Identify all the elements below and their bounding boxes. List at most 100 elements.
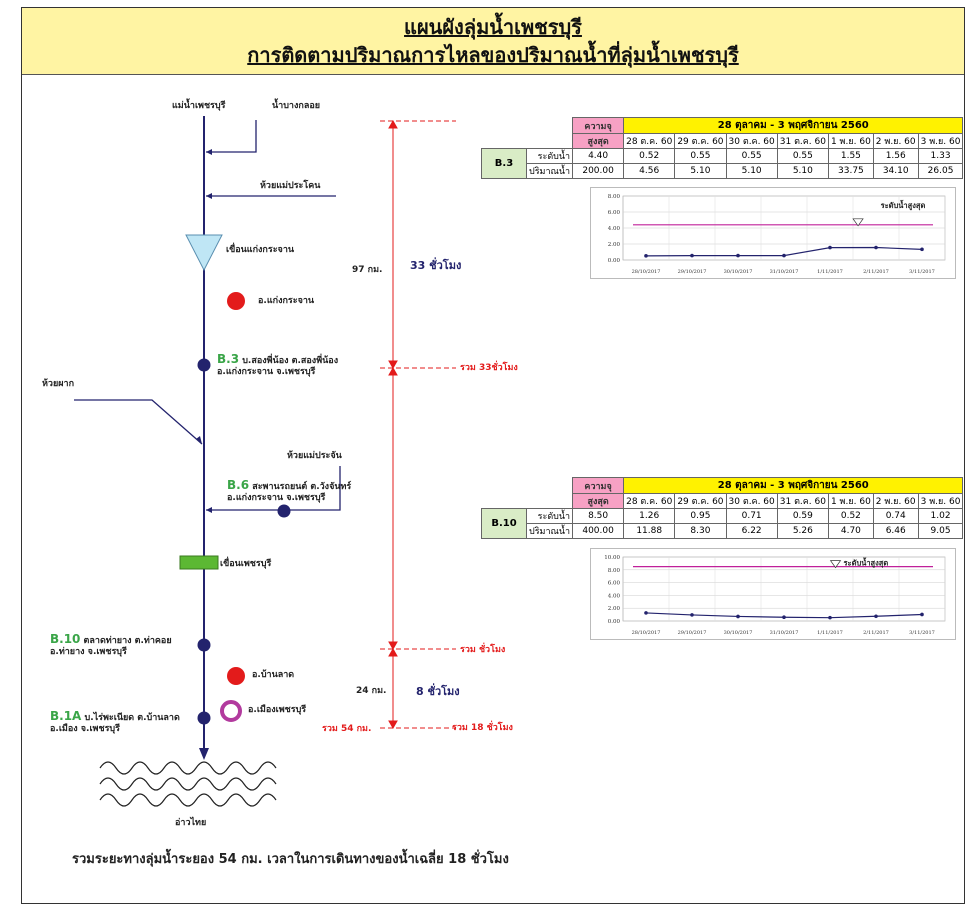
b3-xtick-1: 29/10/2017	[678, 269, 707, 275]
station-b3-line1: บ.สองพี่น้อง ต.สองพี่น้อง	[242, 356, 339, 366]
b10-xtick-2: 30/10/2017	[724, 630, 753, 636]
station-b10-line2: อ.ท่ายาง จ.เพชรบุรี	[50, 647, 127, 658]
station-b1a-code: B.1A	[50, 709, 82, 723]
dam-phetchaburi-label: เขื่อนเพชรบุรี	[220, 559, 272, 569]
b3-point-0	[644, 254, 648, 258]
title-banner: แผนผังลุ่มน้ำเพชรบุรี การติดตามปริมาณการ…	[22, 8, 964, 75]
b10-range-header: 28 ตุลาคม - 3 พฤศจิกายน 2560	[623, 477, 964, 494]
b10-level-1: 0.95	[674, 508, 727, 524]
b10-level-0: 1.26	[623, 508, 676, 524]
b3-point-1	[690, 253, 694, 258]
b10-level-5: 0.74	[872, 508, 919, 524]
b3-xtick-0: 28/10/2017	[632, 269, 661, 275]
b3-station-cell: B.3	[481, 148, 527, 179]
time-33-label: 33 ชั่วโมง	[410, 259, 462, 272]
b3-flow-4: 33.75	[827, 163, 874, 179]
distance-24-label: 24 กม.	[356, 686, 387, 696]
b10-xtick-4: 1/11/2017	[817, 630, 843, 636]
b3-flow-6: 26.05	[917, 163, 964, 179]
b3-flow-5: 34.10	[872, 163, 919, 179]
b10-point-2	[736, 614, 740, 619]
b10-level-max: 8.50	[572, 508, 625, 524]
total-blank-label: รวม ชั่วโมง	[460, 645, 506, 655]
huaiphak-tributary	[74, 399, 203, 445]
b3-point-5	[874, 245, 878, 250]
station-b1a-label: B.1A บ.ไร่พะเนียด ต.บ้านลาด อ.เมือง จ.เพ…	[50, 709, 180, 736]
station-b6-marker	[277, 504, 291, 518]
creek-maeprakhon-label: ห้วยแม่ประโคน	[260, 181, 321, 191]
b10-ytick-5: 10.00	[604, 555, 620, 561]
b10-max-header-1: ความจุ	[572, 477, 625, 494]
b10-xtick-0: 28/10/2017	[632, 630, 661, 636]
b3-ytick-2: 4.00	[608, 226, 621, 232]
b10-point-3	[782, 615, 786, 620]
b3-point-4	[828, 245, 832, 250]
b10-date-4: 1 พ.ย. 60	[827, 493, 874, 509]
b3-point-6	[920, 247, 924, 252]
distance-97-label: 97 กม.	[352, 265, 383, 275]
b3-point-2	[736, 253, 740, 258]
b10-flow-3: 5.26	[776, 523, 829, 539]
b3-date-0: 28 ต.ค. 60	[623, 133, 676, 149]
station-b3-marker	[197, 358, 211, 372]
b3-range-header: 28 ตุลาคม - 3 พฤศจิกายน 2560	[623, 117, 964, 134]
b10-level-2: 0.71	[725, 508, 778, 524]
b3-level-3: 0.55	[776, 148, 829, 164]
b10-level-label: ระดับน้ำ	[525, 508, 574, 524]
b10-date-6: 3 พ.ย. 60	[917, 493, 964, 509]
b3-max-level-label: ระดับน้ำสูงสุด	[881, 199, 926, 211]
station-b1a-line1: บ.ไร่พะเนียด ต.บ้านลาด	[84, 713, 180, 723]
page-subtitle: การติดตามปริมาณการไหลของปริมาณน้ำที่ลุ่ม…	[247, 43, 739, 67]
kaengkrachan-dam-icon	[185, 234, 223, 272]
river-bangkloi-label: น้ำบางกลอย	[272, 101, 321, 111]
b10-flow-max: 400.00	[572, 523, 625, 539]
river-arrowhead	[199, 748, 209, 760]
b3-point-3	[782, 253, 786, 258]
b10-point-1	[690, 613, 694, 617]
phetchaburi-dam-icon	[179, 555, 219, 570]
b10-flow-label: ปริมาณน้ำ	[525, 523, 574, 539]
creek-phak-label: ห้วยผาก	[42, 379, 75, 389]
station-b1a-marker	[197, 711, 211, 725]
district-kaengkrachan-label: อ.แก่งกระจาน	[258, 296, 315, 306]
dam-kaengkrachan-label: เขื่อนแก่งกระจาน	[226, 245, 295, 255]
station-b1a-line2: อ.เมือง จ.เพชรบุรี	[50, 724, 120, 735]
summary-text: รวมระยะทางลุ่มน้ำระยอง 54 กม. เวลาในการเ…	[72, 852, 509, 867]
b3-max-header-2: สูงสุด	[572, 133, 625, 149]
b3-date-4: 1 พ.ย. 60	[827, 133, 874, 149]
b10-ytick-1: 2.00	[608, 606, 621, 612]
b3-date-5: 2 พ.ย. 60	[872, 133, 919, 149]
b10-point-5	[874, 614, 878, 619]
b10-flow-0: 11.88	[623, 523, 676, 539]
gulf-waves-icon	[99, 761, 277, 807]
b3-date-1: 29 ต.ค. 60	[674, 133, 727, 149]
b3-level-4: 1.55	[827, 148, 874, 164]
b10-level-6: 1.02	[917, 508, 964, 524]
time-8-label: 8 ชั่วโมง	[416, 685, 460, 698]
b3-level-2: 0.55	[725, 148, 778, 164]
b3-flow-3: 5.10	[776, 163, 829, 179]
b3-ytick-4: 8.00	[608, 194, 621, 200]
b3-xtick-3: 31/10/2017	[770, 269, 799, 275]
b3-ytick-1: 2.00	[608, 242, 621, 248]
b10-ytick-4: 8.00	[608, 568, 621, 574]
b10-flow-4: 4.70	[827, 523, 874, 539]
b10-station-cell: B.10	[481, 508, 527, 539]
b10-point-0	[644, 611, 648, 615]
gulf-label: อ่าวไทย	[175, 818, 207, 828]
b10-date-2: 30 ต.ค. 60	[725, 493, 778, 509]
b10-max-level-label: ระดับน้ำสูงสุด	[844, 557, 889, 569]
total-33-label: รวม 33ชั่วโมง	[460, 363, 518, 373]
station-b10-table: ความจุ 28 ตุลาคม - 3 พฤศจิกายน 2560 สูงส…	[481, 477, 964, 539]
b10-point-6	[920, 612, 924, 617]
station-b6-label: B.6 สะพานรถยนต์ ต.วังจันทร์ อ.แก่งกระจาน…	[227, 478, 351, 505]
b3-xtick-5: 2/11/2017	[863, 269, 889, 275]
b3-level-1: 0.55	[674, 148, 727, 164]
b3-level-5: 1.56	[872, 148, 919, 164]
b10-flow-5: 6.46	[872, 523, 919, 539]
b3-flow-2: 5.10	[725, 163, 778, 179]
b10-flow-2: 6.22	[725, 523, 778, 539]
